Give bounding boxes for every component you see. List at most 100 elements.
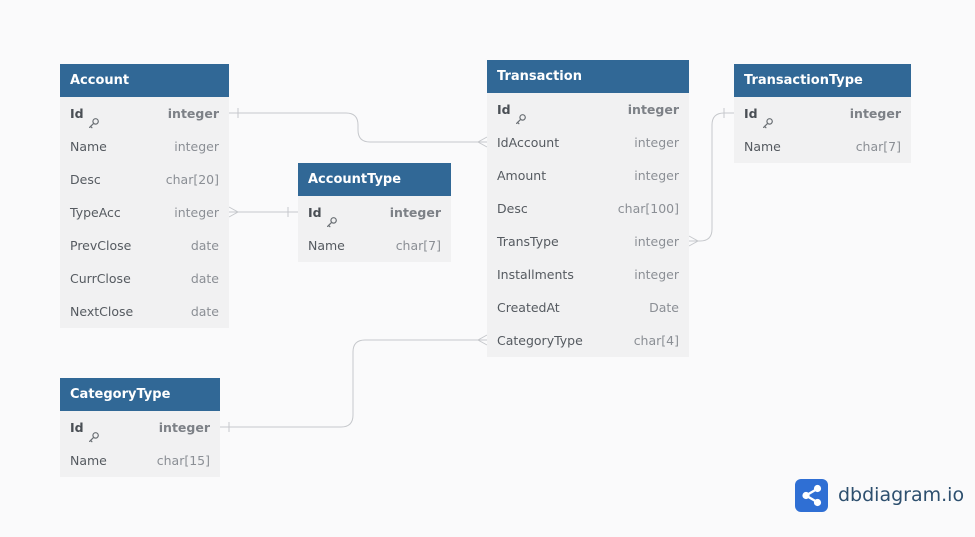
table-header[interactable]: TransactionType bbox=[734, 64, 911, 97]
connector-transactiontype-transaction bbox=[689, 112, 734, 242]
field-name-text: Id bbox=[497, 102, 511, 117]
field-row[interactable]: Id integer bbox=[298, 196, 451, 229]
field-type: char[4] bbox=[633, 333, 679, 348]
field-name: Desc bbox=[70, 163, 101, 196]
connector-account-transaction bbox=[229, 112, 487, 143]
field-name-text: CreatedAt bbox=[497, 300, 560, 315]
field-type: integer bbox=[167, 106, 219, 121]
field-type: integer bbox=[634, 234, 679, 249]
field-type: char[100] bbox=[617, 201, 679, 216]
key-icon bbox=[762, 108, 774, 128]
many-mark bbox=[688, 235, 700, 247]
field-name-text: Amount bbox=[497, 168, 547, 183]
field-name: PrevClose bbox=[70, 229, 131, 262]
field-row[interactable]: Amount integer bbox=[487, 159, 689, 192]
key-icon bbox=[88, 108, 100, 128]
field-type: date bbox=[190, 304, 219, 319]
connector-categorytype-transaction bbox=[220, 339, 487, 428]
field-row[interactable]: Desc char[20] bbox=[60, 163, 229, 196]
field-row[interactable]: Id integer bbox=[487, 93, 689, 126]
field-name: CurrClose bbox=[70, 262, 131, 295]
field-name-text: Name bbox=[70, 453, 107, 468]
field-row[interactable]: Name char[15] bbox=[60, 444, 220, 477]
field-name-text: Id bbox=[308, 205, 322, 220]
field-name-text: IdAccount bbox=[497, 135, 560, 150]
table-header[interactable]: Transaction bbox=[487, 60, 689, 93]
field-row[interactable]: Id integer bbox=[60, 411, 220, 444]
field-row[interactable]: TypeAcc integer bbox=[60, 196, 229, 229]
table-header[interactable]: AccountType bbox=[298, 163, 451, 196]
field-name: Id bbox=[308, 196, 338, 229]
field-name-text: NextClose bbox=[70, 304, 134, 319]
dbdiagram-logo[interactable]: dbdiagram.io bbox=[795, 478, 964, 512]
field-name-text: PrevClose bbox=[70, 238, 132, 253]
field-row[interactable]: CreatedAt Date bbox=[487, 291, 689, 324]
field-row[interactable]: Id integer bbox=[60, 97, 229, 130]
field-type: integer bbox=[634, 135, 679, 150]
field-type: integer bbox=[389, 205, 441, 220]
field-row[interactable]: Installments integer bbox=[487, 258, 689, 291]
field-name: CategoryType bbox=[497, 324, 583, 357]
field-name-text: Id bbox=[70, 106, 84, 121]
field-type: integer bbox=[627, 102, 679, 117]
field-name: Name bbox=[308, 229, 345, 262]
field-name-text: Desc bbox=[70, 172, 101, 187]
field-type: integer bbox=[158, 420, 210, 435]
field-name: Name bbox=[70, 444, 107, 477]
field-name-text: Name bbox=[70, 139, 107, 154]
field-row[interactable]: Name integer bbox=[60, 130, 229, 163]
field-type: integer bbox=[174, 205, 219, 220]
field-name-text: Id bbox=[744, 106, 758, 121]
field-name: TypeAcc bbox=[70, 196, 121, 229]
key-icon bbox=[326, 207, 338, 227]
field-row[interactable]: Id integer bbox=[734, 97, 911, 130]
field-type: integer bbox=[634, 168, 679, 183]
field-name-text: Id bbox=[70, 420, 84, 435]
field-name: Id bbox=[497, 93, 527, 126]
many-mark bbox=[476, 136, 488, 148]
field-row[interactable]: CurrClose date bbox=[60, 262, 229, 295]
field-name: Installments bbox=[497, 258, 574, 291]
field-row[interactable]: NextClose date bbox=[60, 295, 229, 328]
field-name: Id bbox=[70, 411, 100, 444]
field-name: IdAccount bbox=[497, 126, 559, 159]
field-name-text: Name bbox=[308, 238, 345, 253]
field-row[interactable]: Desc char[100] bbox=[487, 192, 689, 225]
field-name: Name bbox=[70, 130, 107, 163]
table-header[interactable]: CategoryType bbox=[60, 378, 220, 411]
field-type: Date bbox=[649, 300, 679, 315]
field-type: date bbox=[190, 238, 219, 253]
many-mark bbox=[228, 206, 240, 218]
field-name-text: Installments bbox=[497, 267, 574, 282]
table-header[interactable]: Account bbox=[60, 64, 229, 97]
field-type: integer bbox=[174, 139, 219, 154]
field-name: CreatedAt bbox=[497, 291, 560, 324]
field-type: date bbox=[190, 271, 219, 286]
field-type: integer bbox=[849, 106, 901, 121]
field-name-text: CategoryType bbox=[497, 333, 583, 348]
field-name-text: TypeAcc bbox=[70, 205, 121, 220]
field-name: Amount bbox=[497, 159, 546, 192]
field-row[interactable]: PrevClose date bbox=[60, 229, 229, 262]
field-name-text: Desc bbox=[497, 201, 528, 216]
field-name: Desc bbox=[497, 192, 528, 225]
field-name-text: Name bbox=[744, 139, 781, 154]
field-name: Id bbox=[70, 97, 100, 130]
logo-text: dbdiagram.io bbox=[838, 484, 965, 506]
field-name: Id bbox=[744, 97, 774, 130]
field-row[interactable]: IdAccount integer bbox=[487, 126, 689, 159]
field-type: char[15] bbox=[156, 453, 210, 468]
field-type: integer bbox=[634, 267, 679, 282]
field-name: NextClose bbox=[70, 295, 133, 328]
field-type: char[20] bbox=[165, 172, 219, 187]
field-row[interactable]: CategoryType char[4] bbox=[487, 324, 689, 357]
